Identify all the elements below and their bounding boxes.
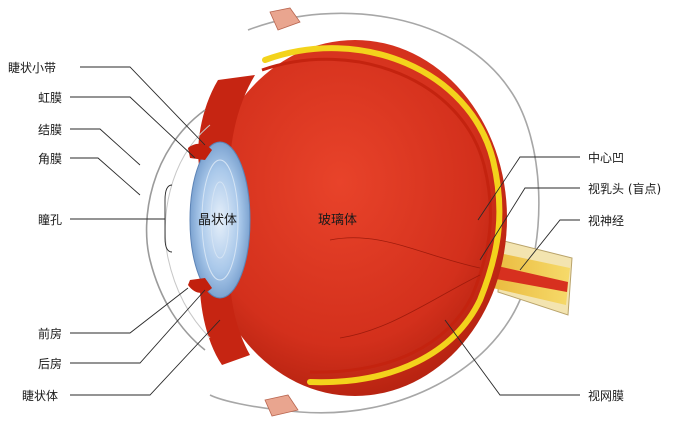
- leader-iris: [70, 97, 195, 158]
- label-posterior-chamber: 后房: [38, 356, 62, 371]
- label-iris: 虹膜: [38, 91, 62, 105]
- label-vitreous: 玻璃体: [318, 213, 357, 228]
- label-cornea: 角膜: [38, 152, 62, 166]
- label-pupil: 瞳孔: [38, 212, 62, 227]
- label-retina: 视网膜: [588, 388, 624, 403]
- label-ciliary-body: 睫状体: [22, 389, 58, 403]
- label-fovea: 中心凹: [588, 150, 624, 165]
- label-lens: 晶状体: [198, 213, 237, 228]
- conjunctiva-top: [270, 8, 300, 30]
- leader-zonule: [80, 67, 205, 145]
- label-conjunctiva: 结膜: [38, 123, 62, 137]
- conjunctiva-bottom: [265, 395, 298, 416]
- leader-conjunctiva: [70, 129, 140, 165]
- leader-cornea: [70, 158, 140, 195]
- label-optic-nerve: 视神经: [588, 213, 624, 228]
- leader-posterior-chamber: [70, 290, 205, 363]
- label-optic-disc: 视乳头 (盲点): [588, 181, 661, 196]
- label-anterior-chamber: 前房: [38, 326, 62, 341]
- label-zonule: 睫状小带: [8, 61, 56, 75]
